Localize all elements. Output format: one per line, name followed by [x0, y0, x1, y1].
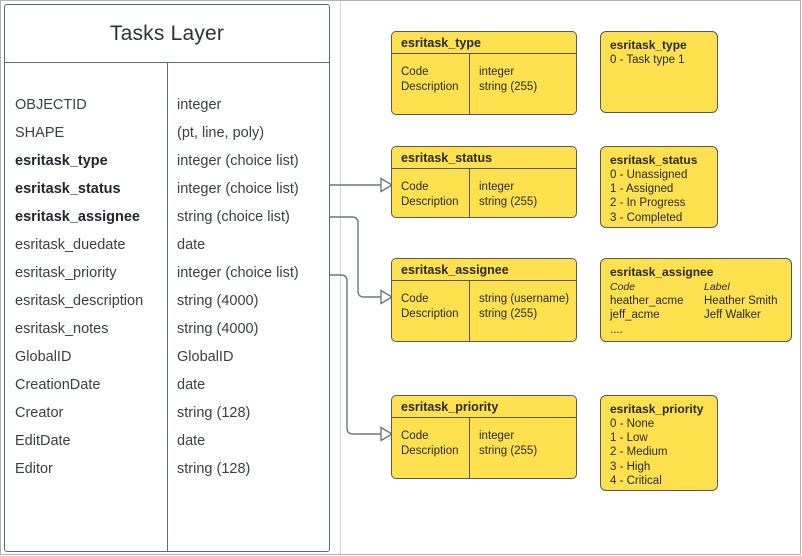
domain-table-body: Code Description integer string (255) [392, 169, 576, 218]
entity-field-row: esritask_type integer (choice list) [5, 147, 329, 175]
domain-table-column-divider [469, 281, 470, 342]
domain-table-esritask-priority[interactable]: esritask_priority Code Description integ… [391, 395, 577, 479]
domain-table-column-divider [469, 54, 470, 115]
connector-priority [330, 274, 381, 435]
domain-table-column-divider [469, 169, 470, 218]
entity-field-type: integer [177, 97, 222, 113]
entity-field-type: integer (choice list) [177, 265, 299, 281]
entity-field-type: integer (choice list) [177, 181, 299, 197]
entity-field-row: esritask_assignee string (choice list) [5, 203, 329, 231]
entity-field-row: esritask_notes string (4000) [5, 315, 329, 343]
entity-field-name: esritask_duedate [15, 237, 126, 253]
domain-values-title: esritask_priority [610, 402, 704, 416]
domain-values-esritask-priority[interactable]: esritask_priority 0 - None 1 - Low 2 - M… [600, 395, 718, 491]
domain-table-right-column: integer string (255) [479, 181, 538, 208]
domain-values-title: esritask_assignee [610, 265, 714, 279]
domain-table-title: esritask_type [392, 32, 576, 54]
domain-table-title: esritask_assignee [392, 259, 576, 281]
entity-field-name: Creator [15, 405, 64, 421]
domain-table-title: esritask_priority [392, 396, 576, 418]
column-header-code: Code [610, 281, 636, 293]
domain-table-right-column: integer string (255) [479, 430, 538, 457]
domain-table-esritask-status[interactable]: esritask_status Code Description integer… [391, 146, 577, 218]
entity-field-row: SHAPE (pt, line, poly) [5, 119, 329, 147]
entity-field-row: GlobalID GlobalID [5, 343, 329, 371]
entity-field-type: integer (choice list) [177, 153, 299, 169]
entity-field-name: esritask_notes [15, 321, 109, 337]
canvas-vertical-divider [340, 1, 341, 554]
domain-values-row: heather_acme Heather Smith [610, 295, 778, 308]
domain-table-column-divider [469, 418, 470, 479]
entity-field-row: OBJECTID integer [5, 91, 329, 119]
entity-field-name: esritask_description [15, 293, 144, 309]
domain-table-right-column: string (username) string (255) [479, 293, 570, 320]
entity-field-name: GlobalID [15, 349, 72, 365]
entity-field-type: string (choice list) [177, 209, 290, 225]
domain-values-list: 0 - None 1 - Low 2 - Medium 3 - High 4 -… [610, 418, 668, 487]
entity-field-name: esritask_assignee [15, 209, 140, 225]
domain-values-row: jeff_acme Jeff Walker [610, 309, 761, 322]
entity-field-row: Editor string (128) [5, 455, 329, 483]
column-header-label: Label [704, 281, 730, 293]
entity-field-type: string (128) [177, 461, 251, 477]
domain-values-title: esritask_status [610, 153, 698, 167]
domain-table-body: Code Description integer string (255) [392, 54, 576, 115]
entity-field-name: CreationDate [15, 377, 101, 393]
entity-field-row: esritask_duedate date [5, 231, 329, 259]
domain-table-left-column: Code Description [401, 66, 459, 93]
entity-column-divider [167, 63, 168, 551]
domain-values-list: 0 - Task type 1 [610, 54, 685, 66]
domain-table-left-column: Code Description [401, 181, 459, 208]
entity-field-row: esritask_status integer (choice list) [5, 175, 329, 203]
domain-table-esritask-assignee[interactable]: esritask_assignee Code Description strin… [391, 258, 577, 342]
entity-field-name: esritask_status [15, 181, 121, 197]
domain-table-body: Code Description string (username) strin… [392, 281, 576, 342]
domain-table-esritask-type[interactable]: esritask_type Code Description integer s… [391, 31, 577, 115]
entity-field-type: date [177, 237, 206, 253]
domain-values-list: 0 - Unassigned 1 - Assigned 2 - In Progr… [610, 169, 688, 224]
domain-values-table: Code Label heather_acme Heather Smith je… [610, 280, 782, 337]
entity-field-type: string (4000) [177, 293, 259, 309]
entity-field-name: Editor [15, 461, 53, 477]
entity-field-type: string (4000) [177, 321, 259, 337]
connector-assignee [330, 216, 381, 298]
entity-field-type: (pt, line, poly) [177, 125, 265, 141]
entity-field-row: CreationDate date [5, 371, 329, 399]
entity-field-name: esritask_type [15, 153, 108, 169]
entity-field-row: esritask_description string (4000) [5, 287, 329, 315]
entity-field-type: string (128) [177, 405, 251, 421]
entity-field-row: EditDate date [5, 427, 329, 455]
domain-values-title: esritask_type [610, 38, 687, 52]
entity-field-name: EditDate [15, 433, 71, 449]
entity-field-name: esritask_priority [15, 265, 117, 281]
domain-values-header-row: Code Label [610, 280, 782, 294]
domain-table-left-column: Code Description [401, 430, 459, 457]
entity-field-type: GlobalID [177, 349, 234, 365]
entity-field-type: date [177, 377, 206, 393]
domain-table-right-column: integer string (255) [479, 66, 538, 93]
entity-field-type: date [177, 433, 206, 449]
domain-values-row: .... [610, 323, 623, 336]
entity-title: Tasks Layer [5, 5, 329, 63]
entity-field-name: SHAPE [15, 125, 65, 141]
entity-field-row: Creator string (128) [5, 399, 329, 427]
entity-field-row: esritask_priority integer (choice list) [5, 259, 329, 287]
domain-values-esritask-status[interactable]: esritask_status 0 - Unassigned 1 - Assig… [600, 146, 718, 228]
domain-table-title: esritask_status [392, 147, 576, 169]
domain-values-esritask-type[interactable]: esritask_type 0 - Task type 1 [600, 31, 718, 113]
domain-values-esritask-assignee[interactable]: esritask_assignee Code Label heather_acm… [600, 258, 792, 342]
entity-field-name: OBJECTID [15, 97, 87, 113]
domain-table-body: Code Description integer string (255) [392, 418, 576, 479]
domain-table-left-column: Code Description [401, 293, 459, 320]
